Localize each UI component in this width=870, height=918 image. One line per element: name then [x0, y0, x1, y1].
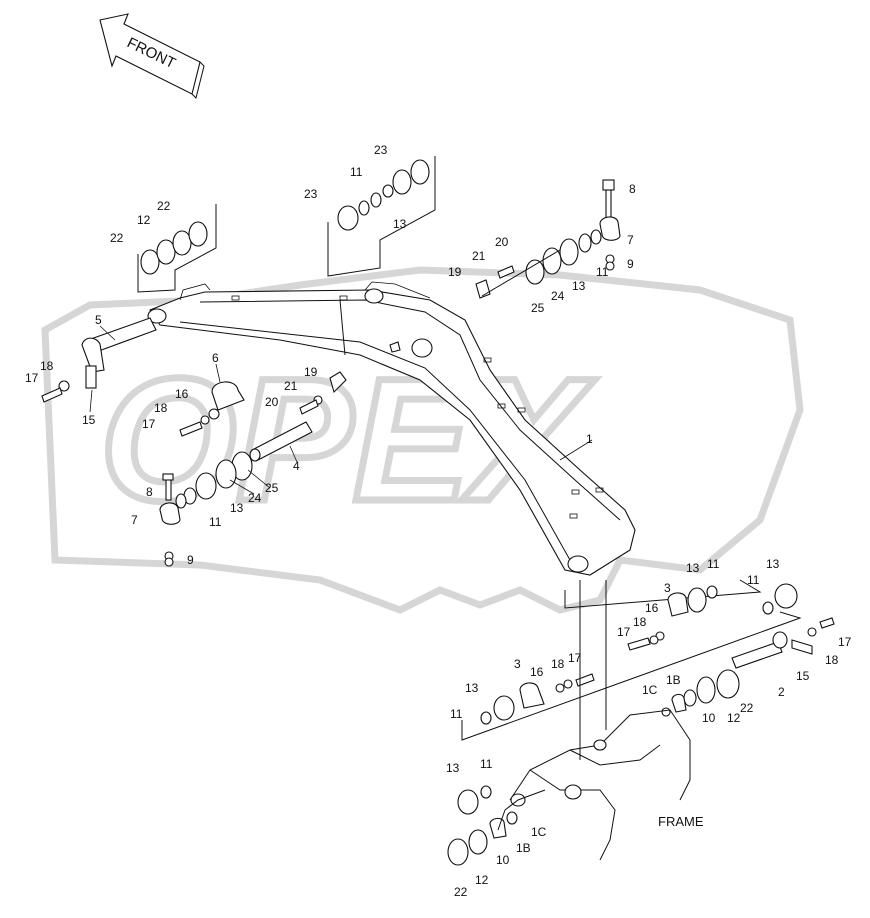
- left-washer-stack: [159, 451, 253, 567]
- callout-7: 7: [131, 513, 138, 527]
- top-left-washers: [137, 204, 217, 293]
- front-arrow-icon: FRONT: [99, 13, 205, 99]
- callout-1c: 1C: [531, 825, 547, 839]
- callout-18: 18: [633, 615, 647, 629]
- callout-1: 1: [586, 432, 593, 446]
- callout-17: 17: [568, 651, 582, 665]
- leader-lines: [89, 325, 593, 495]
- callout-11: 11: [450, 707, 463, 721]
- pin-5-assembly: [41, 317, 157, 403]
- callout-18: 18: [825, 653, 839, 667]
- callout-22: 22: [454, 885, 468, 899]
- callout-11: 11: [480, 757, 493, 771]
- callout-7: 7: [627, 233, 634, 247]
- callout-16: 16: [175, 387, 189, 401]
- callout-17: 17: [142, 417, 156, 431]
- callout-24: 24: [551, 289, 565, 303]
- callout-15: 15: [82, 413, 96, 427]
- callout-4: 4: [293, 459, 300, 473]
- callout-13: 13: [230, 501, 244, 515]
- callout-20: 20: [265, 395, 279, 409]
- pin-6-4-assembly: [179, 341, 401, 462]
- callout-23: 23: [374, 143, 388, 157]
- callout-21: 21: [472, 249, 486, 263]
- callout-13: 13: [446, 761, 460, 775]
- callout-20: 20: [495, 235, 509, 249]
- callout-17: 17: [25, 371, 39, 385]
- callout-labels: 1 2 3 3 4 5 6 7 7 8 8 9 9 10 10 11 11 11…: [25, 143, 852, 899]
- callout-17: 17: [838, 635, 852, 649]
- callout-22: 22: [110, 231, 124, 245]
- callout-23: 23: [304, 187, 318, 201]
- callout-13: 13: [572, 279, 586, 293]
- lower-right-group: [461, 579, 835, 741]
- callout-18: 18: [551, 657, 565, 671]
- callout-24: 24: [248, 491, 262, 505]
- callout-13: 13: [766, 557, 780, 571]
- callout-17: 17: [617, 625, 631, 639]
- callout-13: 13: [465, 681, 479, 695]
- callout-3: 3: [664, 581, 671, 595]
- frame-outline: FRAME: [509, 580, 704, 861]
- bottom-left-washers: [447, 785, 546, 866]
- callout-18: 18: [154, 401, 168, 415]
- callout-10: 10: [702, 711, 716, 725]
- callout-11: 11: [747, 573, 760, 587]
- callout-19: 19: [448, 265, 462, 279]
- callout-16: 16: [530, 665, 544, 679]
- callout-1b: 1B: [666, 673, 681, 687]
- callout-9: 9: [627, 257, 634, 271]
- callout-12: 12: [727, 711, 741, 725]
- callout-8: 8: [629, 182, 636, 196]
- callout-13: 13: [393, 217, 407, 231]
- callout-11: 11: [707, 557, 720, 571]
- callout-5: 5: [95, 313, 102, 327]
- callout-22: 22: [740, 701, 754, 715]
- callout-3: 3: [514, 657, 521, 671]
- callout-21: 21: [284, 379, 298, 393]
- callout-15: 15: [796, 669, 810, 683]
- callout-12: 12: [475, 873, 489, 887]
- callout-16: 16: [645, 601, 659, 615]
- callout-1c: 1C: [642, 683, 658, 697]
- callout-11: 11: [209, 515, 222, 529]
- callout-18: 18: [40, 359, 54, 373]
- top-right-group: [475, 179, 621, 299]
- callout-13: 13: [686, 561, 700, 575]
- callout-8: 8: [146, 485, 153, 499]
- callout-25: 25: [265, 481, 279, 495]
- callout-9: 9: [187, 553, 194, 567]
- callout-11: 11: [596, 265, 609, 279]
- callout-19: 19: [304, 365, 318, 379]
- callout-12: 12: [137, 213, 151, 227]
- callout-10: 10: [496, 853, 510, 867]
- callout-22: 22: [157, 199, 171, 213]
- top-center-washers: [327, 156, 436, 277]
- callout-11: 11: [350, 165, 363, 179]
- callout-1b: 1B: [516, 841, 531, 855]
- callout-2: 2: [778, 685, 785, 699]
- frame-label: FRAME: [658, 814, 704, 829]
- callout-25: 25: [531, 301, 545, 315]
- callout-6: 6: [212, 351, 219, 365]
